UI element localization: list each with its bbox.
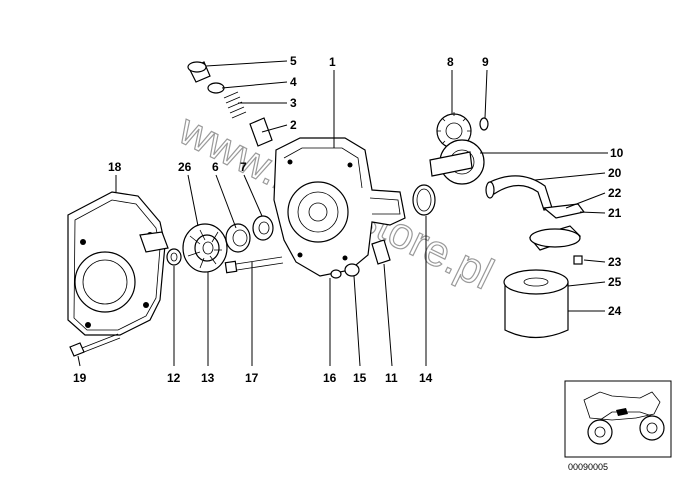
callout-13: 13 bbox=[201, 371, 215, 385]
callout-25: 25 bbox=[608, 275, 622, 289]
callout-2: 2 bbox=[290, 118, 297, 132]
part-23-screw bbox=[573, 255, 583, 265]
part-14-o-ring bbox=[412, 184, 436, 216]
part-16-washer bbox=[330, 269, 342, 279]
callout-20: 20 bbox=[608, 166, 622, 180]
callout-26: 26 bbox=[178, 160, 192, 174]
callout-23: 23 bbox=[608, 255, 622, 269]
part-17-long-bolt bbox=[224, 256, 284, 274]
part-2-sleeve bbox=[249, 117, 273, 147]
callout-11: 11 bbox=[385, 371, 398, 385]
callout-3: 3 bbox=[290, 96, 297, 110]
callout-22: 22 bbox=[608, 186, 622, 200]
callout-16: 16 bbox=[323, 371, 337, 385]
callout-18: 18 bbox=[108, 160, 122, 174]
callout-1: 1 bbox=[329, 55, 336, 69]
part-19-bolt bbox=[69, 333, 121, 357]
part-3-spring bbox=[223, 91, 247, 119]
callout-14: 14 bbox=[419, 371, 433, 385]
part-21-strainer bbox=[528, 225, 582, 251]
part-13-impeller bbox=[182, 223, 228, 273]
part-4-washer bbox=[207, 82, 225, 94]
callout-21: 21 bbox=[608, 206, 622, 220]
callout-7: 7 bbox=[240, 160, 247, 174]
motorcycle-thumbnail: 00090005 bbox=[564, 380, 672, 472]
callout-24: 24 bbox=[608, 304, 622, 318]
part-15-plug bbox=[344, 263, 360, 277]
callouts: 1 5 4 3 2 8 9 10 20 22 21 23 25 24 18 26… bbox=[73, 54, 624, 385]
callout-5: 5 bbox=[290, 54, 297, 68]
callout-19: 19 bbox=[73, 371, 87, 385]
part-1-pump-housing bbox=[273, 137, 406, 277]
part-10-gear-shaft bbox=[429, 139, 485, 185]
part-11-fitting bbox=[371, 239, 391, 265]
callout-6: 6 bbox=[212, 160, 219, 174]
part-24-oil-filter bbox=[503, 269, 569, 339]
callout-10: 10 bbox=[610, 146, 624, 160]
callout-8: 8 bbox=[447, 55, 454, 69]
part-6-bearing bbox=[225, 223, 251, 253]
part-5-plug bbox=[187, 61, 211, 83]
part-9-circlip bbox=[479, 117, 489, 131]
leader-lines bbox=[77, 60, 608, 367]
part-20-pickup-pipe bbox=[485, 175, 553, 211]
callout-4: 4 bbox=[290, 75, 297, 89]
callout-9: 9 bbox=[482, 55, 489, 69]
part-7-seal bbox=[252, 215, 274, 241]
callout-17: 17 bbox=[245, 371, 259, 385]
callout-15: 15 bbox=[353, 371, 367, 385]
part-12-nut bbox=[166, 248, 182, 266]
part-18-cover bbox=[67, 191, 169, 336]
callout-12: 12 bbox=[167, 371, 181, 385]
diagram-code: 00090005 bbox=[568, 462, 608, 472]
